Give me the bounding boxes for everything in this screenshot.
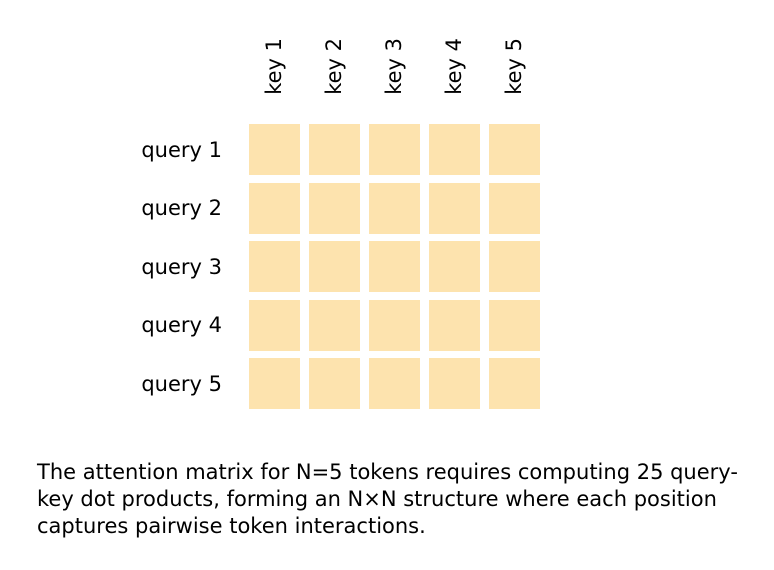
matrix-cell xyxy=(309,299,360,351)
key-label-2: key 2 xyxy=(322,38,346,95)
matrix-cell xyxy=(309,182,360,234)
matrix-cell xyxy=(369,299,420,351)
key-label-1: key 1 xyxy=(262,38,286,95)
query-label-4: query 4 xyxy=(141,313,222,337)
matrix-cell xyxy=(249,182,300,234)
matrix-cell xyxy=(369,124,420,175)
matrix-cell xyxy=(249,299,300,351)
matrix-cell xyxy=(369,241,420,292)
matrix-cell xyxy=(369,358,420,409)
matrix-cell xyxy=(249,241,300,292)
matrix-cell xyxy=(249,358,300,409)
matrix-cell xyxy=(429,358,480,409)
query-label-2: query 2 xyxy=(141,196,222,220)
key-label-3: key 3 xyxy=(382,38,406,95)
matrix-cell xyxy=(309,124,360,175)
matrix-cell xyxy=(429,241,480,292)
matrix-cell xyxy=(249,124,300,175)
matrix-cell xyxy=(309,241,360,292)
matrix-cell xyxy=(429,124,480,175)
caption-text: The attention matrix for N=5 tokens requ… xyxy=(37,460,738,538)
matrix-cell xyxy=(369,182,420,234)
query-label-5: query 5 xyxy=(141,371,222,396)
query-label-3: query 3 xyxy=(141,254,222,279)
matrix-cell xyxy=(489,358,540,409)
key-column-labels: key 1 key 2 key 3 key 4 key 5 xyxy=(249,30,540,95)
matrix-cell xyxy=(429,299,480,351)
attention-matrix-grid xyxy=(249,124,540,409)
key-label-5: key 5 xyxy=(502,38,526,95)
matrix-cell xyxy=(309,358,360,409)
matrix-cell xyxy=(489,241,540,292)
key-label-4: key 4 xyxy=(442,38,466,95)
matrix-cell xyxy=(489,124,540,175)
matrix-cell xyxy=(489,182,540,234)
matrix-cell xyxy=(429,182,480,234)
query-row-labels: query 1 query 2 query 3 query 4 query 5 xyxy=(0,124,236,409)
query-label-1: query 1 xyxy=(141,137,222,162)
matrix-cell xyxy=(489,299,540,351)
